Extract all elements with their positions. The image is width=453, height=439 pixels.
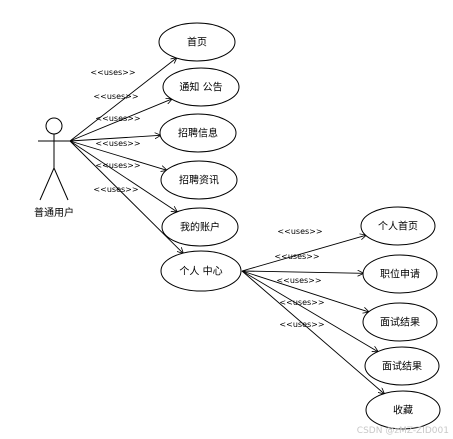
actor-head <box>45 117 63 135</box>
uses-arrow-home <box>69 58 176 142</box>
uses-label-interview-result-2: <<uses>> <box>279 298 324 307</box>
use-case-label: 招聘信息 <box>178 127 218 140</box>
use-case-ellipse <box>158 22 236 62</box>
use-case-ellipse <box>362 302 438 342</box>
use-case-job-news: 招聘资讯 <box>160 160 238 200</box>
uses-arrow-account <box>69 140 177 212</box>
use-case-personal-center: 个人 中心 <box>160 250 242 292</box>
use-case-label: 个人 中心 <box>179 265 222 278</box>
uses-arrow-notice <box>69 99 172 142</box>
relations: <<uses>> <<uses>> <<uses>> <<uses>> <<uses>>… <box>69 58 384 394</box>
uses-arrow-job-info <box>69 135 160 142</box>
use-case-ellipse <box>362 254 438 294</box>
use-case-ellipse <box>360 206 436 246</box>
use-case-label: 招聘资讯 <box>179 174 219 187</box>
use-case-label: 个人首页 <box>378 220 418 233</box>
uses-arrow-interview-result-2 <box>241 270 378 352</box>
uses-label-notice: <<uses>> <box>93 92 138 101</box>
uses-label-account: <<uses>> <box>95 161 140 170</box>
uses-label-home: <<uses>> <box>90 68 135 77</box>
use-case-ellipse <box>365 390 441 430</box>
uses-label-job-news: <<uses>> <box>95 139 140 148</box>
use-case-label: 职位申请 <box>380 268 420 281</box>
uses-arrow-job-news <box>69 140 166 170</box>
use-case-ellipse <box>161 207 239 247</box>
uses-label-interview-result-1: <<uses>> <box>276 276 321 285</box>
use-case-interview-result-1: 面试结果 <box>362 302 438 342</box>
actor: 普通用户 <box>34 117 74 219</box>
use-case-job-apply: 职位申请 <box>362 254 438 294</box>
uses-arrow-job-apply <box>241 271 363 273</box>
use-case-home: 首页 <box>158 22 236 62</box>
use-case-ellipse <box>162 67 240 107</box>
actor-right-leg <box>53 167 69 201</box>
uses-arrow-favorites <box>241 270 384 394</box>
uses-arrow-interview-result-1 <box>241 270 369 312</box>
uses-label-favorites: <<uses>> <box>279 320 324 329</box>
use-case-ellipse <box>364 346 440 386</box>
use-case-ellipse <box>159 113 237 153</box>
uses-label-personal-home: <<uses>> <box>277 227 322 236</box>
actor-label: 普通用户 <box>34 206 74 219</box>
use-case-label: 面试结果 <box>380 316 420 329</box>
uses-label-job-apply: <<uses>> <box>274 252 319 261</box>
uses-arrow-personal-home <box>241 235 366 272</box>
use-case-job-info: 招聘信息 <box>159 113 237 153</box>
use-case-label: 通知 公告 <box>179 81 222 94</box>
use-case-favorites: 收藏 <box>365 390 441 430</box>
uses-label-job-info: <<uses>> <box>95 114 140 123</box>
use-case-personal-home: 个人首页 <box>360 206 436 246</box>
use-case-ellipse <box>160 250 242 292</box>
use-case-label: 面试结果 <box>382 360 422 373</box>
use-case-ellipse <box>160 160 238 200</box>
use-case-account: 我的账户 <box>161 207 239 247</box>
use-case-interview-result-2: 面试结果 <box>364 346 440 386</box>
uses-arrow-personal-center <box>69 140 183 253</box>
actor-left-leg <box>39 167 55 201</box>
use-case-label: 首页 <box>187 36 207 49</box>
use-case-label: 收藏 <box>393 404 413 417</box>
watermark: CSDN @zMZ-ZID001 <box>357 426 449 436</box>
uses-label-personal-center: <<uses>> <box>93 185 138 194</box>
use-case-label: 我的账户 <box>180 221 220 234</box>
use-case-notice: 通知 公告 <box>162 67 240 107</box>
